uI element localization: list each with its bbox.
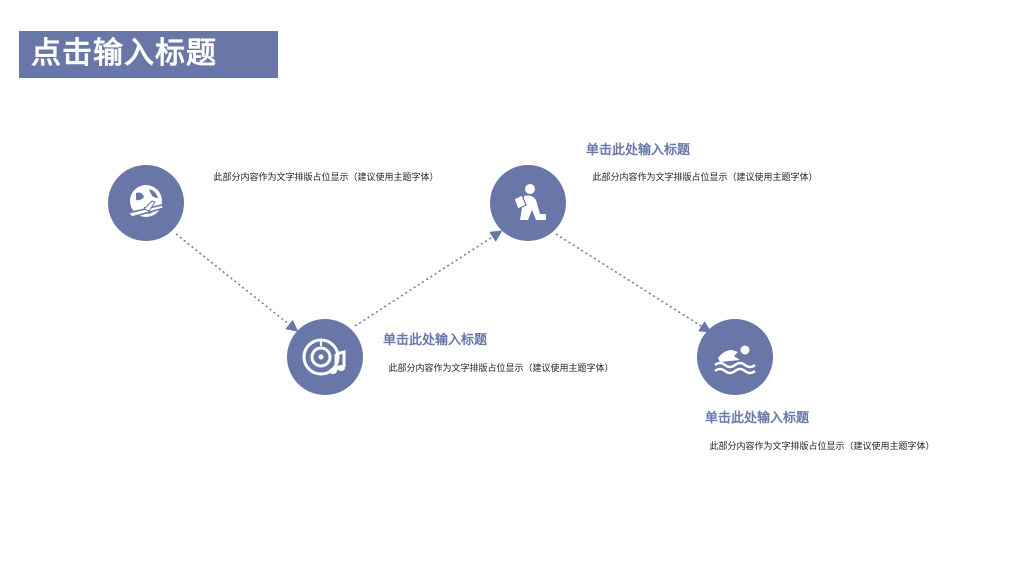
step-1-text[interactable]: 此部分内容作为文字排版占位显示（建议使用主题字体） <box>213 173 439 183</box>
connector-3-4 <box>555 233 712 333</box>
step-4-text[interactable]: 此部分内容作为文字排版占位显示（建议使用主题字体） <box>709 442 935 452</box>
step-2-text[interactable]: 此部分内容作为文字排版占位显示（建议使用主题字体） <box>388 364 614 374</box>
title-banner <box>19 31 278 78</box>
swimmer-icon <box>714 345 756 375</box>
connector-1-2 <box>175 233 299 332</box>
step-4-heading[interactable]: 单击此处输入标题 <box>705 411 810 426</box>
step-2-heading[interactable]: 单击此处输入标题 <box>383 333 488 348</box>
step-3-heading[interactable]: 单击此处输入标题 <box>586 143 691 158</box>
connector-2-3 <box>354 230 503 327</box>
globe-plane-icon <box>126 185 166 218</box>
page-title[interactable]: 点击输入标题 <box>31 36 217 71</box>
reading-person-icon <box>513 184 546 220</box>
step-3-node <box>490 165 566 241</box>
step-2-node <box>287 319 363 395</box>
music-disc-icon <box>302 338 346 376</box>
step-3-text[interactable]: 此部分内容作为文字排版占位显示（建议使用主题字体） <box>592 173 818 183</box>
step-4-node <box>697 319 773 395</box>
step-1-node <box>108 165 184 241</box>
